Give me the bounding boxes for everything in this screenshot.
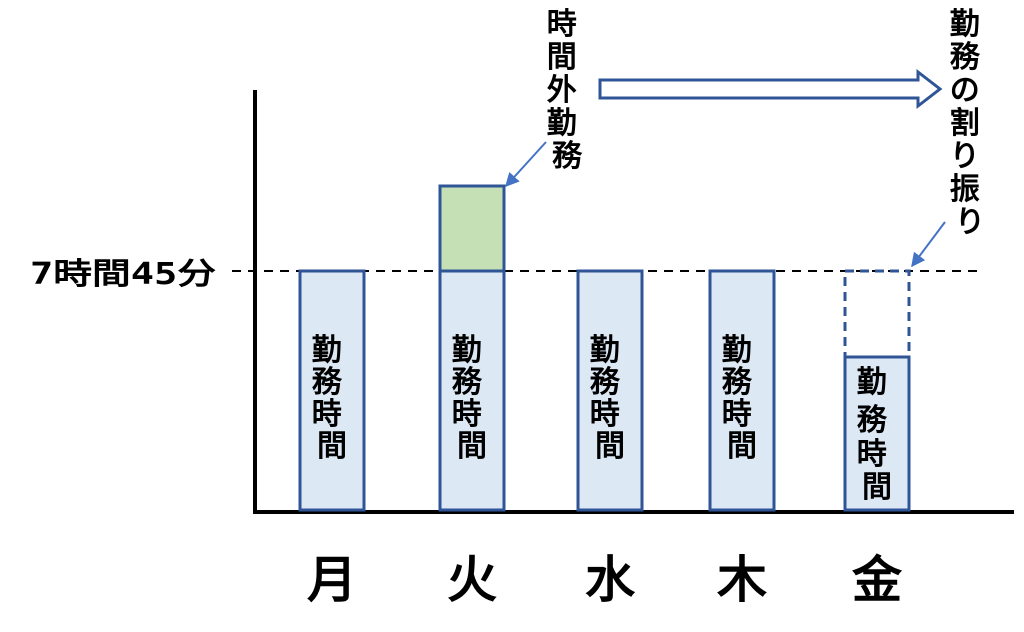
bar-char: 務	[722, 365, 753, 400]
bar-label: 勤 務 時 間	[312, 333, 352, 464]
ann-char: 間	[547, 40, 577, 75]
bar-char: 間	[317, 429, 347, 464]
bar-label: 勤 務 時 間	[590, 333, 630, 464]
overtime-bar	[438, 184, 506, 273]
work-bar	[708, 269, 776, 512]
bar-char: 勤	[312, 333, 342, 368]
ann-char: 時	[547, 7, 577, 42]
day-label: 金	[852, 551, 903, 609]
work-bar	[438, 269, 506, 512]
bar-label: 勤 務 時 間	[857, 365, 897, 505]
work-bar	[843, 355, 911, 512]
bar-fri: 勤 務 時 間	[843, 269, 911, 512]
bar-char: 勤	[452, 333, 482, 368]
ann-char: 振	[950, 172, 980, 207]
work-bar	[298, 269, 366, 512]
bar-char: 間	[457, 429, 487, 464]
bar-char: 務	[312, 365, 343, 400]
bar-mon: 勤 務 時 間	[298, 269, 366, 512]
bar-char: 時	[857, 437, 887, 472]
bar-char: 時	[722, 397, 752, 432]
bar-char: 間	[595, 429, 625, 464]
bar-char: 勤	[857, 365, 887, 400]
bar-char: 務	[857, 403, 888, 438]
bar-tue: 勤 務 時 間	[438, 184, 506, 512]
bar-label: 勤 務 時 間	[452, 333, 492, 464]
day-label: 木	[717, 551, 767, 609]
reallocated-outline	[843, 269, 911, 359]
day-label: 月	[307, 551, 357, 609]
reallocation-pointer-arrow	[911, 221, 946, 268]
ann-char: 勤	[950, 7, 980, 42]
day-label: 火	[447, 551, 497, 609]
ann-char: り	[950, 139, 980, 174]
bar-char: 務	[452, 365, 483, 400]
work-bar	[576, 269, 644, 512]
bar-char: 勤	[722, 333, 752, 368]
bar-char: 時	[452, 397, 482, 432]
bar-char: 勤	[590, 333, 620, 368]
bar-char: 時	[590, 397, 620, 432]
ann-char: 割	[950, 106, 980, 141]
ann-char: 務	[950, 40, 981, 75]
ann-char: り	[955, 205, 985, 240]
ann-char: 務	[552, 139, 583, 174]
day-label: 水	[585, 551, 636, 609]
bar-char: 間	[862, 470, 892, 505]
reallocation-annotation: 勤 務 の 割 り 振 り	[950, 7, 990, 240]
overtime-annotation: 時 間 外 勤 務	[547, 7, 587, 174]
ann-char: 外	[547, 73, 577, 108]
bar-char: 務	[590, 365, 621, 400]
threshold-label: 7時間45分	[30, 257, 216, 292]
overtime-pointer-arrow	[505, 141, 547, 188]
ann-char: の	[950, 73, 980, 108]
bar-char: 間	[727, 429, 757, 464]
bar-wed: 勤 務 時 間	[576, 269, 644, 512]
ann-char: 勤	[547, 106, 577, 141]
shift-block-arrow	[598, 68, 943, 110]
bar-label: 勤 務 時 間	[722, 333, 762, 464]
bar-char: 時	[312, 397, 342, 432]
bar-thu: 勤 務 時 間	[708, 269, 776, 512]
